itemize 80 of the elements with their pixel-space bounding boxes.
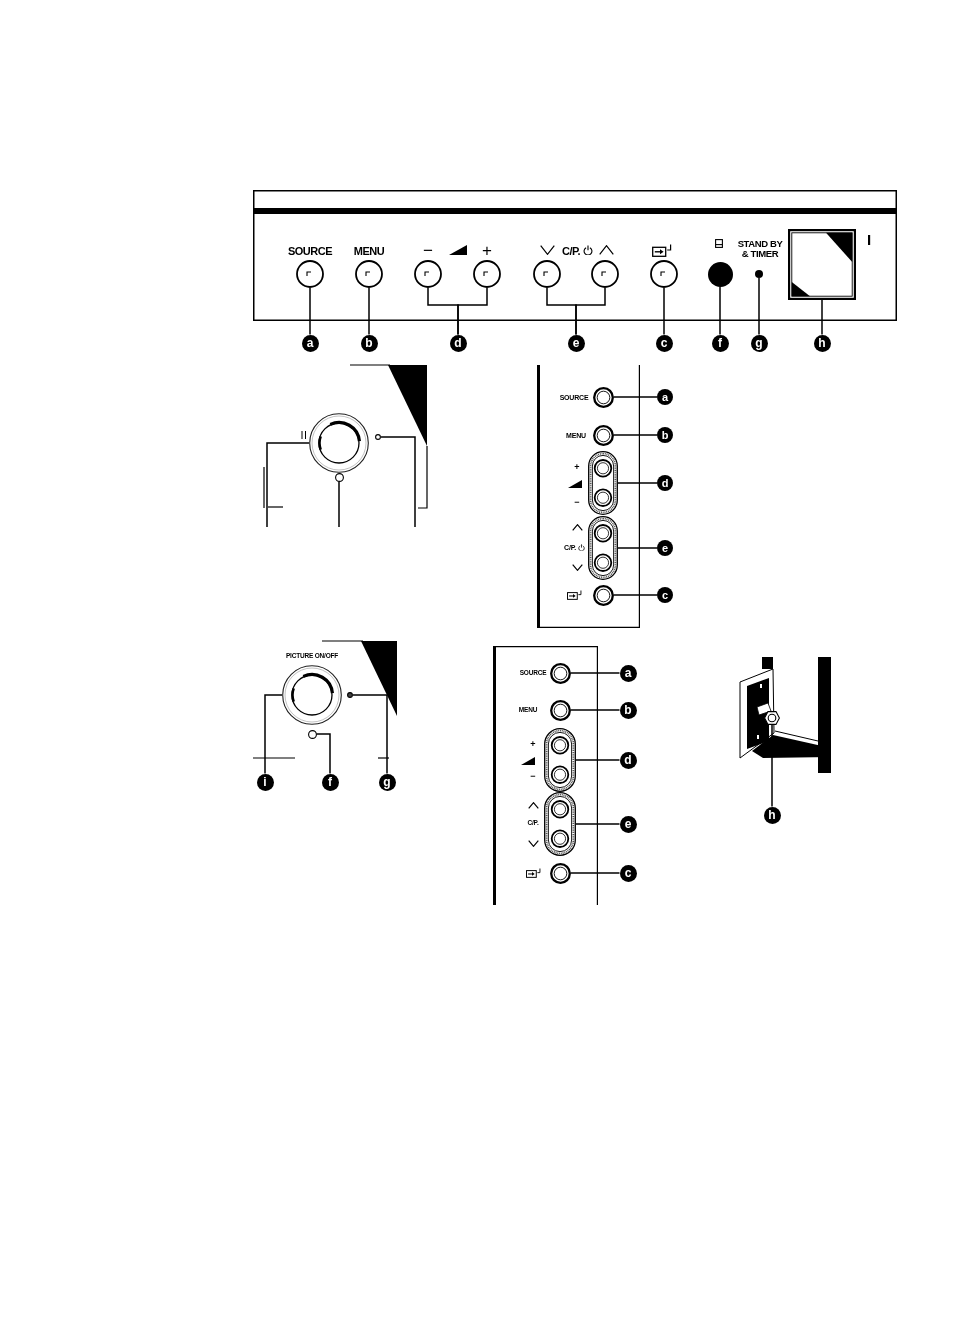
callout-letter: h (763, 806, 781, 824)
round-button (282, 665, 342, 725)
control-panel (537, 365, 640, 628)
leader-line (264, 694, 283, 775)
callout-letter: c (619, 864, 637, 882)
push-button (592, 386, 614, 408)
push-button (592, 424, 614, 446)
leader-line (380, 436, 416, 528)
volume-sign: + (482, 241, 492, 259)
button-label: MENU (353, 245, 385, 257)
round-button (309, 413, 369, 473)
button-label: SOURCE (287, 245, 333, 257)
button-pair-housing (588, 451, 618, 515)
leader-line (612, 434, 658, 436)
switch-knob (764, 711, 780, 725)
power-switch (788, 229, 856, 300)
indicator-label: STAND BY & TIMER (736, 238, 784, 260)
indicator-light (307, 729, 317, 739)
callout-letter: f (711, 334, 729, 352)
callout-letter: h (813, 334, 831, 352)
callout-letter: b (360, 334, 378, 352)
callout-letter: a (301, 334, 319, 352)
callout-letter: d (657, 475, 673, 491)
volume-sign: + (530, 739, 536, 749)
push-button (592, 584, 614, 606)
callout-letter: b (619, 701, 637, 719)
leader-line (617, 547, 658, 549)
leader-line (575, 823, 621, 825)
push-button (355, 260, 383, 288)
leader-line (266, 442, 310, 528)
callout-letter: c (655, 334, 673, 352)
leader-line (617, 482, 658, 484)
leader-line (338, 480, 340, 528)
callout-letter: e (657, 540, 673, 556)
push-button (296, 260, 324, 288)
leader-line (569, 872, 621, 874)
control-panel (493, 646, 598, 905)
indicator-dot (347, 692, 353, 698)
indicator-light (755, 270, 763, 278)
button-pair-housing (544, 792, 576, 856)
callout-letter: i (256, 773, 274, 791)
sensor-window (707, 261, 733, 287)
callout-letter: a (619, 664, 637, 682)
button-pair-housing (544, 728, 576, 792)
push-button (533, 260, 561, 288)
callout-letter: e (567, 334, 585, 352)
callout-letter: d (449, 334, 467, 352)
callout-letter: a (657, 389, 673, 405)
push-button (650, 260, 678, 288)
leader-line (612, 396, 658, 398)
push-button (473, 260, 501, 288)
callout-letter: d (619, 751, 637, 769)
leader-line (315, 733, 331, 775)
push-button (591, 260, 619, 288)
leader-line (569, 672, 621, 674)
indicator-light (334, 472, 344, 482)
leader-line (612, 594, 658, 596)
leader-line (771, 724, 773, 808)
push-button (549, 862, 571, 884)
callout-letter: c (657, 587, 673, 603)
control-panel (253, 190, 897, 321)
indicator-dot (375, 434, 381, 440)
volume-sign: − (423, 241, 433, 259)
leader-line (569, 709, 621, 711)
leader-line (575, 759, 621, 761)
volume-sign: + (574, 462, 580, 472)
button-label: C/P. (562, 245, 580, 257)
callout-letter: g (750, 334, 768, 352)
volume-sign: − (574, 497, 580, 507)
callout-letter: b (657, 427, 673, 443)
callout-letter: g (378, 773, 396, 791)
push-button (549, 699, 571, 721)
button-pair-housing (588, 516, 618, 580)
callout-letter: e (619, 815, 637, 833)
push-button (549, 662, 571, 684)
push-button (414, 260, 442, 288)
switch-label: I (866, 231, 872, 247)
callout-letter: f (321, 773, 339, 791)
volume-sign: − (530, 771, 536, 781)
leader-line (352, 694, 388, 775)
